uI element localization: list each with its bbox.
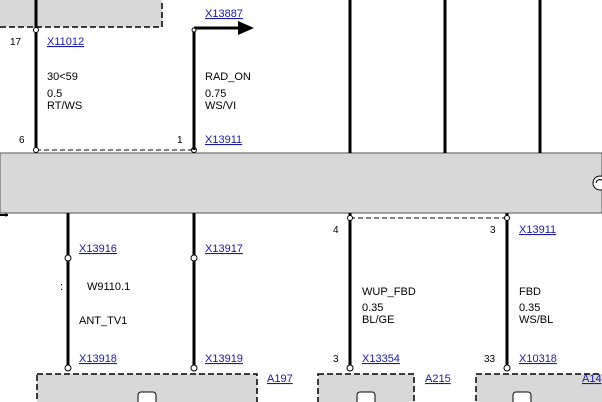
connector-link[interactable]: X10318 <box>519 353 557 365</box>
pin-number: 33 <box>484 354 496 365</box>
wire-color-label: WS/BL <box>519 314 553 326</box>
connector-link[interactable]: X13919 <box>205 353 243 365</box>
pin-number: 3 <box>490 225 496 236</box>
wire-signal-label: RAD_ON <box>205 71 251 83</box>
component-a14-box[interactable] <box>475 373 602 402</box>
ground-dot <box>4 213 8 217</box>
pin-dot <box>347 215 353 221</box>
wire-signal-label: FBD <box>519 286 541 298</box>
connector-link[interactable]: X13917 <box>205 243 243 255</box>
component-connector-icon <box>137 391 157 402</box>
connector-link[interactable]: X13916 <box>79 243 117 255</box>
wire-signal-label: WUP_FBD <box>362 286 416 298</box>
pin-number: 4 <box>333 225 339 236</box>
connector-link[interactable]: X13887 <box>205 8 243 20</box>
top-left-component-fill <box>0 0 161 26</box>
control-unit-bar <box>0 152 602 214</box>
wire-code-label: W9110.1 <box>87 281 130 293</box>
wire-size-label: 0.5 <box>47 88 62 100</box>
connector-link[interactable]: X11012 <box>47 36 84 48</box>
shield-marker: : : <box>60 281 69 293</box>
pin-dot <box>190 364 198 372</box>
pin-dot <box>33 147 39 153</box>
pin-dot <box>64 254 72 262</box>
pin-number: 3 <box>333 354 339 365</box>
component-connector-icon <box>512 391 532 402</box>
pin-dot <box>33 27 39 33</box>
connector-link[interactable]: X13354 <box>362 353 400 365</box>
component-label[interactable]: A197 <box>267 373 293 385</box>
connector-link[interactable]: X13911 <box>205 134 242 146</box>
connector-link[interactable]: X13918 <box>79 353 117 365</box>
pin-number: 17 <box>10 37 22 48</box>
wire-size-label: 0.35 <box>519 302 540 314</box>
component-connector-icon <box>356 391 376 402</box>
pin-number: 6 <box>19 135 25 146</box>
wire-name-label: ANT_TV1 <box>79 315 127 327</box>
arrow-right-icon <box>238 21 254 35</box>
pin-dot <box>190 254 198 262</box>
wire-color-label: WS/VI <box>205 100 236 112</box>
ground-symbol-icon <box>592 175 602 191</box>
connector-link[interactable]: X13911 <box>519 224 556 236</box>
wire-color-label: BL/GE <box>362 314 394 326</box>
wire-signal-label: 30<59 <box>47 71 78 83</box>
pin-dot <box>346 364 354 372</box>
wire-color-label: RT/WS <box>47 100 82 112</box>
pin-dot <box>503 364 511 372</box>
pin-dot <box>64 364 72 372</box>
wire-size-label: 0.75 <box>205 88 226 100</box>
pin-dot <box>504 215 510 221</box>
pin-number: 1 <box>177 135 183 146</box>
component-label[interactable]: A14 <box>582 373 602 385</box>
wire-size-label: 0.35 <box>362 302 383 314</box>
pin-dot <box>191 27 197 33</box>
component-label[interactable]: A215 <box>425 373 451 385</box>
